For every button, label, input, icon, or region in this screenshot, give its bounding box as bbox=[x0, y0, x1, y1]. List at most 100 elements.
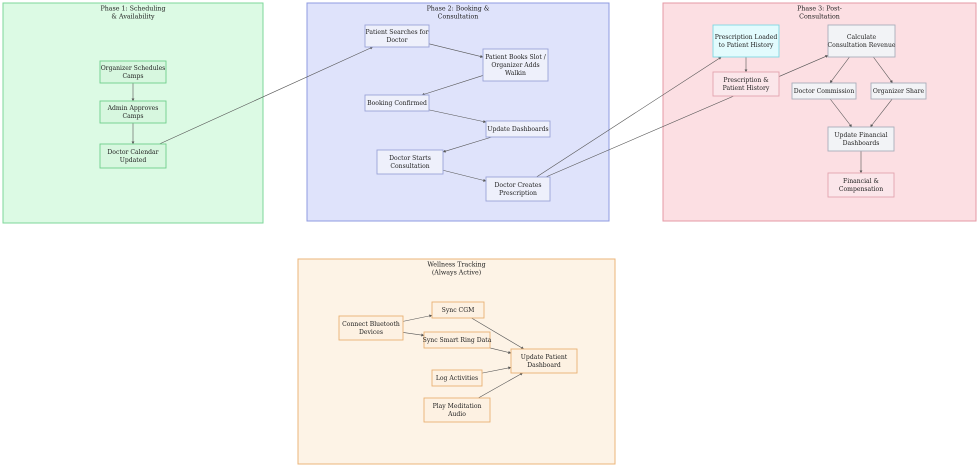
node-label: Booking Confirmed bbox=[367, 100, 427, 107]
edge-connect-bt-to-sync-cgm bbox=[402, 314, 433, 322]
node-box bbox=[99, 60, 167, 84]
node-label: Log Activities bbox=[436, 375, 478, 382]
node-box bbox=[431, 369, 483, 387]
node-label: Connect Bluetooth bbox=[342, 321, 400, 328]
group-title: Wellness Tracking bbox=[427, 262, 485, 269]
node-label: Prescription & bbox=[723, 77, 769, 84]
node-label: Patient Searches for bbox=[366, 29, 429, 36]
node-box bbox=[870, 82, 927, 100]
group-p2-box bbox=[306, 2, 610, 222]
node-label: Dashboard bbox=[527, 362, 561, 369]
node-label: Sync CGM bbox=[442, 307, 475, 314]
edge-calc-rev-to-org-share bbox=[873, 56, 893, 84]
edge-sync-ring-to-upd-pat-dash bbox=[489, 347, 512, 354]
node-label: Calculate bbox=[847, 34, 877, 41]
group-title: Phase 3: Post- bbox=[797, 6, 842, 13]
node-fin-comp: Financial &Compensation bbox=[827, 172, 895, 198]
group-p2: Phase 2: Booking &Consultation bbox=[306, 2, 610, 222]
node-label: Play Meditation bbox=[433, 403, 482, 410]
node-org-share: Organizer Share bbox=[870, 82, 927, 100]
node-box bbox=[423, 397, 491, 423]
edge-connect-bt-to-sync-ring bbox=[402, 332, 425, 337]
node-label: Update Patient bbox=[521, 354, 568, 361]
node-label: Audio bbox=[447, 411, 466, 418]
edge-upd-dash-to-doc-starts bbox=[442, 136, 492, 153]
edge-pat-books-to-book-conf bbox=[421, 75, 484, 96]
node-label: Devices bbox=[359, 329, 383, 336]
node-label: Doctor bbox=[387, 37, 408, 44]
edge-calc-rev-to-doc-comm bbox=[829, 56, 850, 84]
node-box bbox=[485, 176, 551, 202]
group-title: Consultation bbox=[438, 14, 479, 21]
node-box bbox=[482, 48, 549, 82]
node-label: Update Dashboards bbox=[487, 126, 548, 133]
group-p3: Phase 3: Post-Consultation bbox=[662, 2, 977, 222]
edge-doc-cal-to-pat-search bbox=[159, 46, 374, 145]
node-box bbox=[364, 94, 430, 112]
node-label: Dashboards bbox=[843, 140, 880, 147]
node-label: Patient Books Slot / bbox=[485, 54, 547, 61]
edge-play-med-to-upd-pat-dash bbox=[478, 372, 523, 399]
node-box bbox=[99, 100, 167, 124]
node-label: Admin Approves bbox=[107, 105, 159, 112]
node-box bbox=[827, 172, 895, 198]
node-label: Doctor Creates bbox=[495, 182, 542, 189]
node-label: Updated bbox=[120, 157, 147, 164]
node-label: Doctor Calendar bbox=[107, 149, 158, 156]
node-label: Prescription bbox=[499, 190, 537, 197]
edge-log-act-to-upd-pat-dash bbox=[481, 366, 512, 374]
edge-doc-creates-to-calc-rev bbox=[545, 55, 829, 178]
node-sync-ring: Sync Smart Ring Data bbox=[423, 331, 492, 349]
node-presc-hist: Prescription &Patient History bbox=[712, 71, 780, 97]
group-title: & Availability bbox=[111, 14, 155, 21]
node-label: Organizer Adds bbox=[491, 62, 539, 69]
edge-doc-comm-to-upd-fin bbox=[829, 98, 852, 128]
node-label: Update Financial bbox=[834, 132, 887, 139]
node-label: Camps bbox=[122, 113, 143, 120]
node-box bbox=[376, 149, 444, 175]
node-box bbox=[827, 126, 895, 152]
node-label: Doctor Commission bbox=[794, 88, 855, 95]
node-label: Sync Smart Ring Data bbox=[423, 337, 492, 344]
edge-book-conf-to-upd-dash bbox=[428, 109, 487, 124]
node-label: Consultation Revenue bbox=[828, 42, 896, 49]
group-title: Consultation bbox=[799, 14, 840, 21]
node-box bbox=[485, 120, 551, 138]
edge-doc-starts-to-doc-creates bbox=[442, 169, 487, 182]
group-title: (Always Active) bbox=[432, 270, 481, 277]
node-box bbox=[791, 82, 857, 100]
node-doc-comm: Doctor Commission bbox=[791, 82, 857, 100]
node-box bbox=[423, 331, 491, 349]
node-box bbox=[338, 315, 404, 341]
node-box bbox=[431, 301, 485, 319]
node-box bbox=[827, 24, 896, 58]
node-label: Walkin bbox=[505, 70, 526, 77]
node-label: Financial & bbox=[843, 178, 880, 185]
edge-sync-cgm-to-upd-pat-dash bbox=[471, 317, 525, 350]
edge-org-share-to-upd-fin bbox=[870, 98, 893, 128]
node-log-act: Log Activities bbox=[431, 369, 483, 387]
group-title: Phase 1: Scheduling bbox=[101, 6, 166, 13]
node-box bbox=[364, 24, 430, 48]
node-label: Organizer Share bbox=[873, 88, 925, 95]
node-upd-dash: Update Dashboards bbox=[485, 120, 551, 138]
group-title: Phase 2: Booking & bbox=[427, 6, 490, 13]
node-box bbox=[712, 71, 780, 97]
node-box bbox=[712, 24, 780, 58]
node-label: Camps bbox=[122, 73, 143, 80]
edge-doc-creates-to-presc-loaded bbox=[536, 56, 722, 178]
node-label: Doctor Starts bbox=[389, 155, 431, 162]
group-p3-box bbox=[662, 2, 977, 222]
edge-pat-search-to-pat-books bbox=[428, 43, 484, 58]
